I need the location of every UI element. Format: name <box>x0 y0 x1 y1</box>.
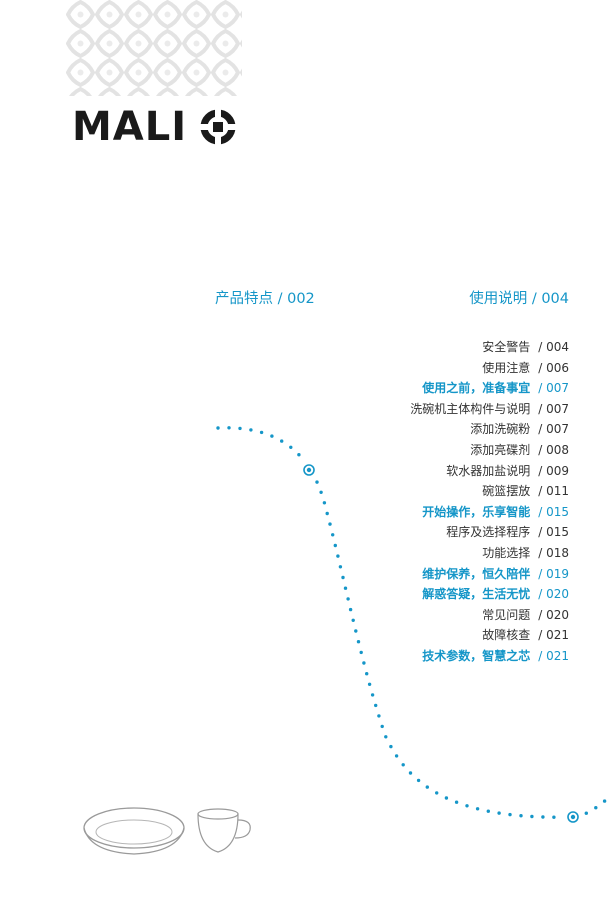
toc-item-title: 故障核查 <box>482 628 531 643</box>
toc-item-title: 功能选择 <box>482 545 531 560</box>
toc-item-title: 添加洗碗粉 <box>470 422 531 437</box>
toc-item[interactable]: 软水器加盐说明 / 009 <box>269 461 569 482</box>
section-page: / 002 <box>277 291 315 307</box>
toc-item-title: 添加亮碟剂 <box>470 442 531 457</box>
section-heading-features[interactable]: 产品特点 / 002 <box>215 287 315 308</box>
toc-item[interactable]: 使用注意 / 006 <box>269 358 569 379</box>
crosshair-o-icon <box>200 109 236 145</box>
section-title: 产品特点 <box>215 291 273 307</box>
logo-text: MALI <box>72 104 188 150</box>
toc-item[interactable]: 常见问题 / 020 <box>269 605 569 626</box>
decorative-pattern <box>66 0 242 96</box>
toc-item-page: / 009 <box>538 463 569 478</box>
toc-item-title: 洗碗机主体构件与说明 <box>410 401 531 416</box>
toc-item-page: / 007 <box>538 422 569 437</box>
toc-item-page: / 021 <box>538 628 569 643</box>
toc-item-page: / 015 <box>538 504 569 519</box>
toc-item[interactable]: 故障核查 / 021 <box>269 625 569 646</box>
toc-item-page: / 006 <box>538 360 569 375</box>
toc-item[interactable]: 维护保养，恒久陪伴 / 019 <box>269 564 569 585</box>
toc-item[interactable]: 开始操作，乐享智能 / 015 <box>269 502 569 523</box>
toc-item[interactable]: 使用之前，准备事宜 / 007 <box>269 378 569 399</box>
toc-item-page: / 020 <box>538 587 569 602</box>
toc-item[interactable]: 程序及选择程序 / 015 <box>269 522 569 543</box>
toc-item-page: / 019 <box>538 566 569 581</box>
toc-item-title: 软水器加盐说明 <box>446 463 531 478</box>
target-dot-icon <box>567 811 579 823</box>
toc-item[interactable]: 技术参数，智慧之芯 / 021 <box>269 646 569 667</box>
toc-item-page: / 004 <box>538 340 569 354</box>
toc-item-title: 安全警告 <box>482 340 531 354</box>
toc-item[interactable]: 洗碗机主体构件与说明 / 007 <box>269 399 569 420</box>
section-title: 使用说明 <box>469 291 528 307</box>
toc-item-title: 使用之前，准备事宜 <box>422 381 531 396</box>
toc-item-page: / 011 <box>538 484 569 499</box>
toc-item-title: 技术参数，智慧之芯 <box>422 648 531 663</box>
toc-item-page: / 008 <box>538 442 569 457</box>
toc-item-page: / 018 <box>538 545 569 560</box>
section-page: / 004 <box>531 291 569 307</box>
toc-item[interactable]: 添加洗碗粉 / 007 <box>269 419 569 440</box>
toc-item-title: 程序及选择程序 <box>446 525 531 540</box>
toc-item-title: 维护保养，恒久陪伴 <box>422 566 531 581</box>
plate-and-cup-icon <box>83 807 251 855</box>
toc-item[interactable]: 碗篮摆放 / 011 <box>269 481 569 502</box>
toc-item[interactable]: 功能选择 / 018 <box>269 543 569 564</box>
toc-item-title: 开始操作，乐享智能 <box>422 504 531 519</box>
toc-item-page: / 007 <box>538 381 569 396</box>
toc-item-page: / 020 <box>538 607 569 622</box>
toc-item[interactable]: 安全警告 / 004 <box>269 337 569 358</box>
toc-item-page: / 021 <box>538 648 569 663</box>
toc-item-title: 解惑答疑，生活无忧 <box>422 587 531 602</box>
toc-item-title: 碗篮摆放 <box>482 484 531 499</box>
brand-logo: MALI <box>72 104 240 150</box>
toc-item-title: 使用注意 <box>482 360 531 375</box>
section-heading-instructions[interactable]: 使用说明 / 004 <box>469 287 569 308</box>
toc-item-page: / 007 <box>538 401 569 416</box>
toc-item-title: 常见问题 <box>482 607 531 622</box>
toc-item-page: / 015 <box>538 525 569 540</box>
toc-item[interactable]: 解惑答疑，生活无忧 / 020 <box>269 584 569 605</box>
toc-item[interactable]: 添加亮碟剂 / 008 <box>269 440 569 461</box>
